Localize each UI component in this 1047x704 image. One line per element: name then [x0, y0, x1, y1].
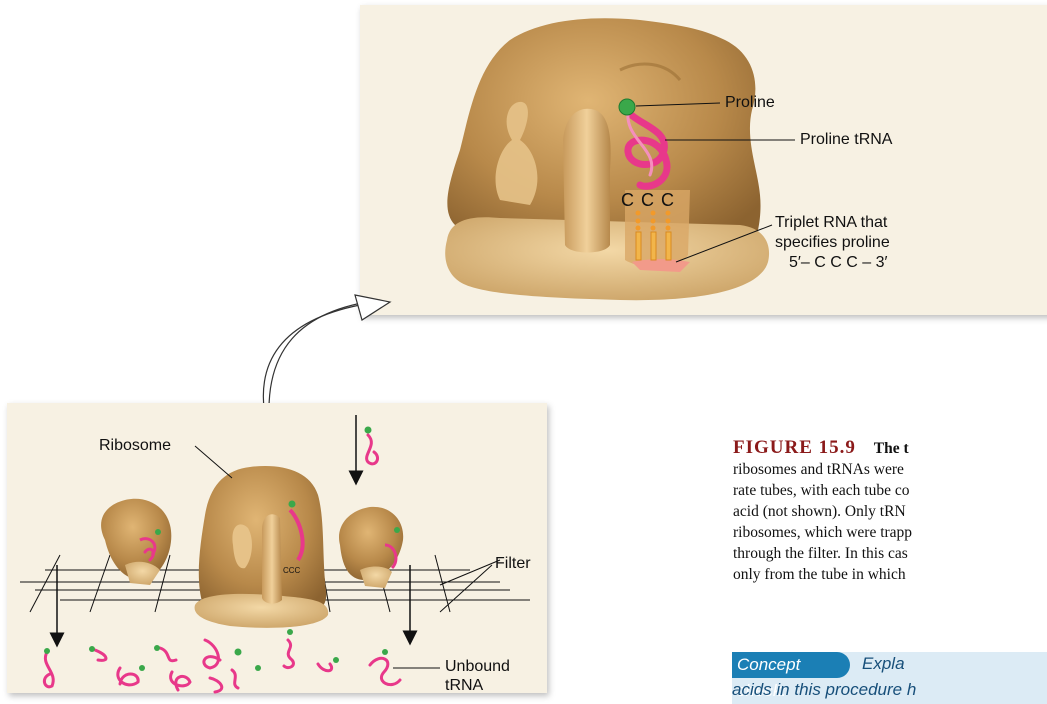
concept-check-box: Concept check: Expla acids in this proce… [732, 652, 1047, 704]
label-triplet-2: specifies proline [775, 234, 890, 252]
caption-line: acid (not shown). Only tRN [733, 501, 1047, 522]
figure-title: The t [874, 440, 909, 457]
label-filter: Filter [495, 555, 531, 573]
figure-caption: FIGURE 15.9 The t ribosomes and tRNAs we… [733, 437, 1047, 585]
caption-line: rate tubes, with each tube co [733, 480, 1047, 501]
label-unbound: Unbound [445, 658, 510, 676]
caption-line: only from the tube in which [733, 564, 1047, 585]
concept-check-text-2: acids in this procedure h [732, 680, 916, 700]
label-triplet-3: 5′– C C C – 3′ [789, 254, 887, 272]
small-ribosome-right [339, 507, 403, 588]
concept-check-tag: Concept check: [732, 652, 850, 678]
label-proline: Proline [725, 94, 775, 112]
label-trna: tRNA [445, 677, 483, 695]
label-triplet-1: Triplet RNA that [775, 214, 887, 232]
label-mini-anticodon: CCC [283, 566, 300, 575]
caption-line: ribosomes, which were trapp [733, 522, 1047, 543]
caption-line: through the filter. In this cas [733, 543, 1047, 564]
figure-number: FIGURE 15.9 [733, 437, 856, 458]
small-ribosome-left [101, 499, 171, 585]
label-proline-trna: Proline tRNA [800, 131, 892, 149]
label-ribosome: Ribosome [99, 437, 171, 455]
label-anticodon: C C C [621, 190, 675, 211]
caption-line: ribosomes and tRNAs were [733, 459, 1047, 480]
concept-check-text-1: Expla [862, 654, 905, 674]
bottom-main-ribosome [195, 466, 329, 628]
